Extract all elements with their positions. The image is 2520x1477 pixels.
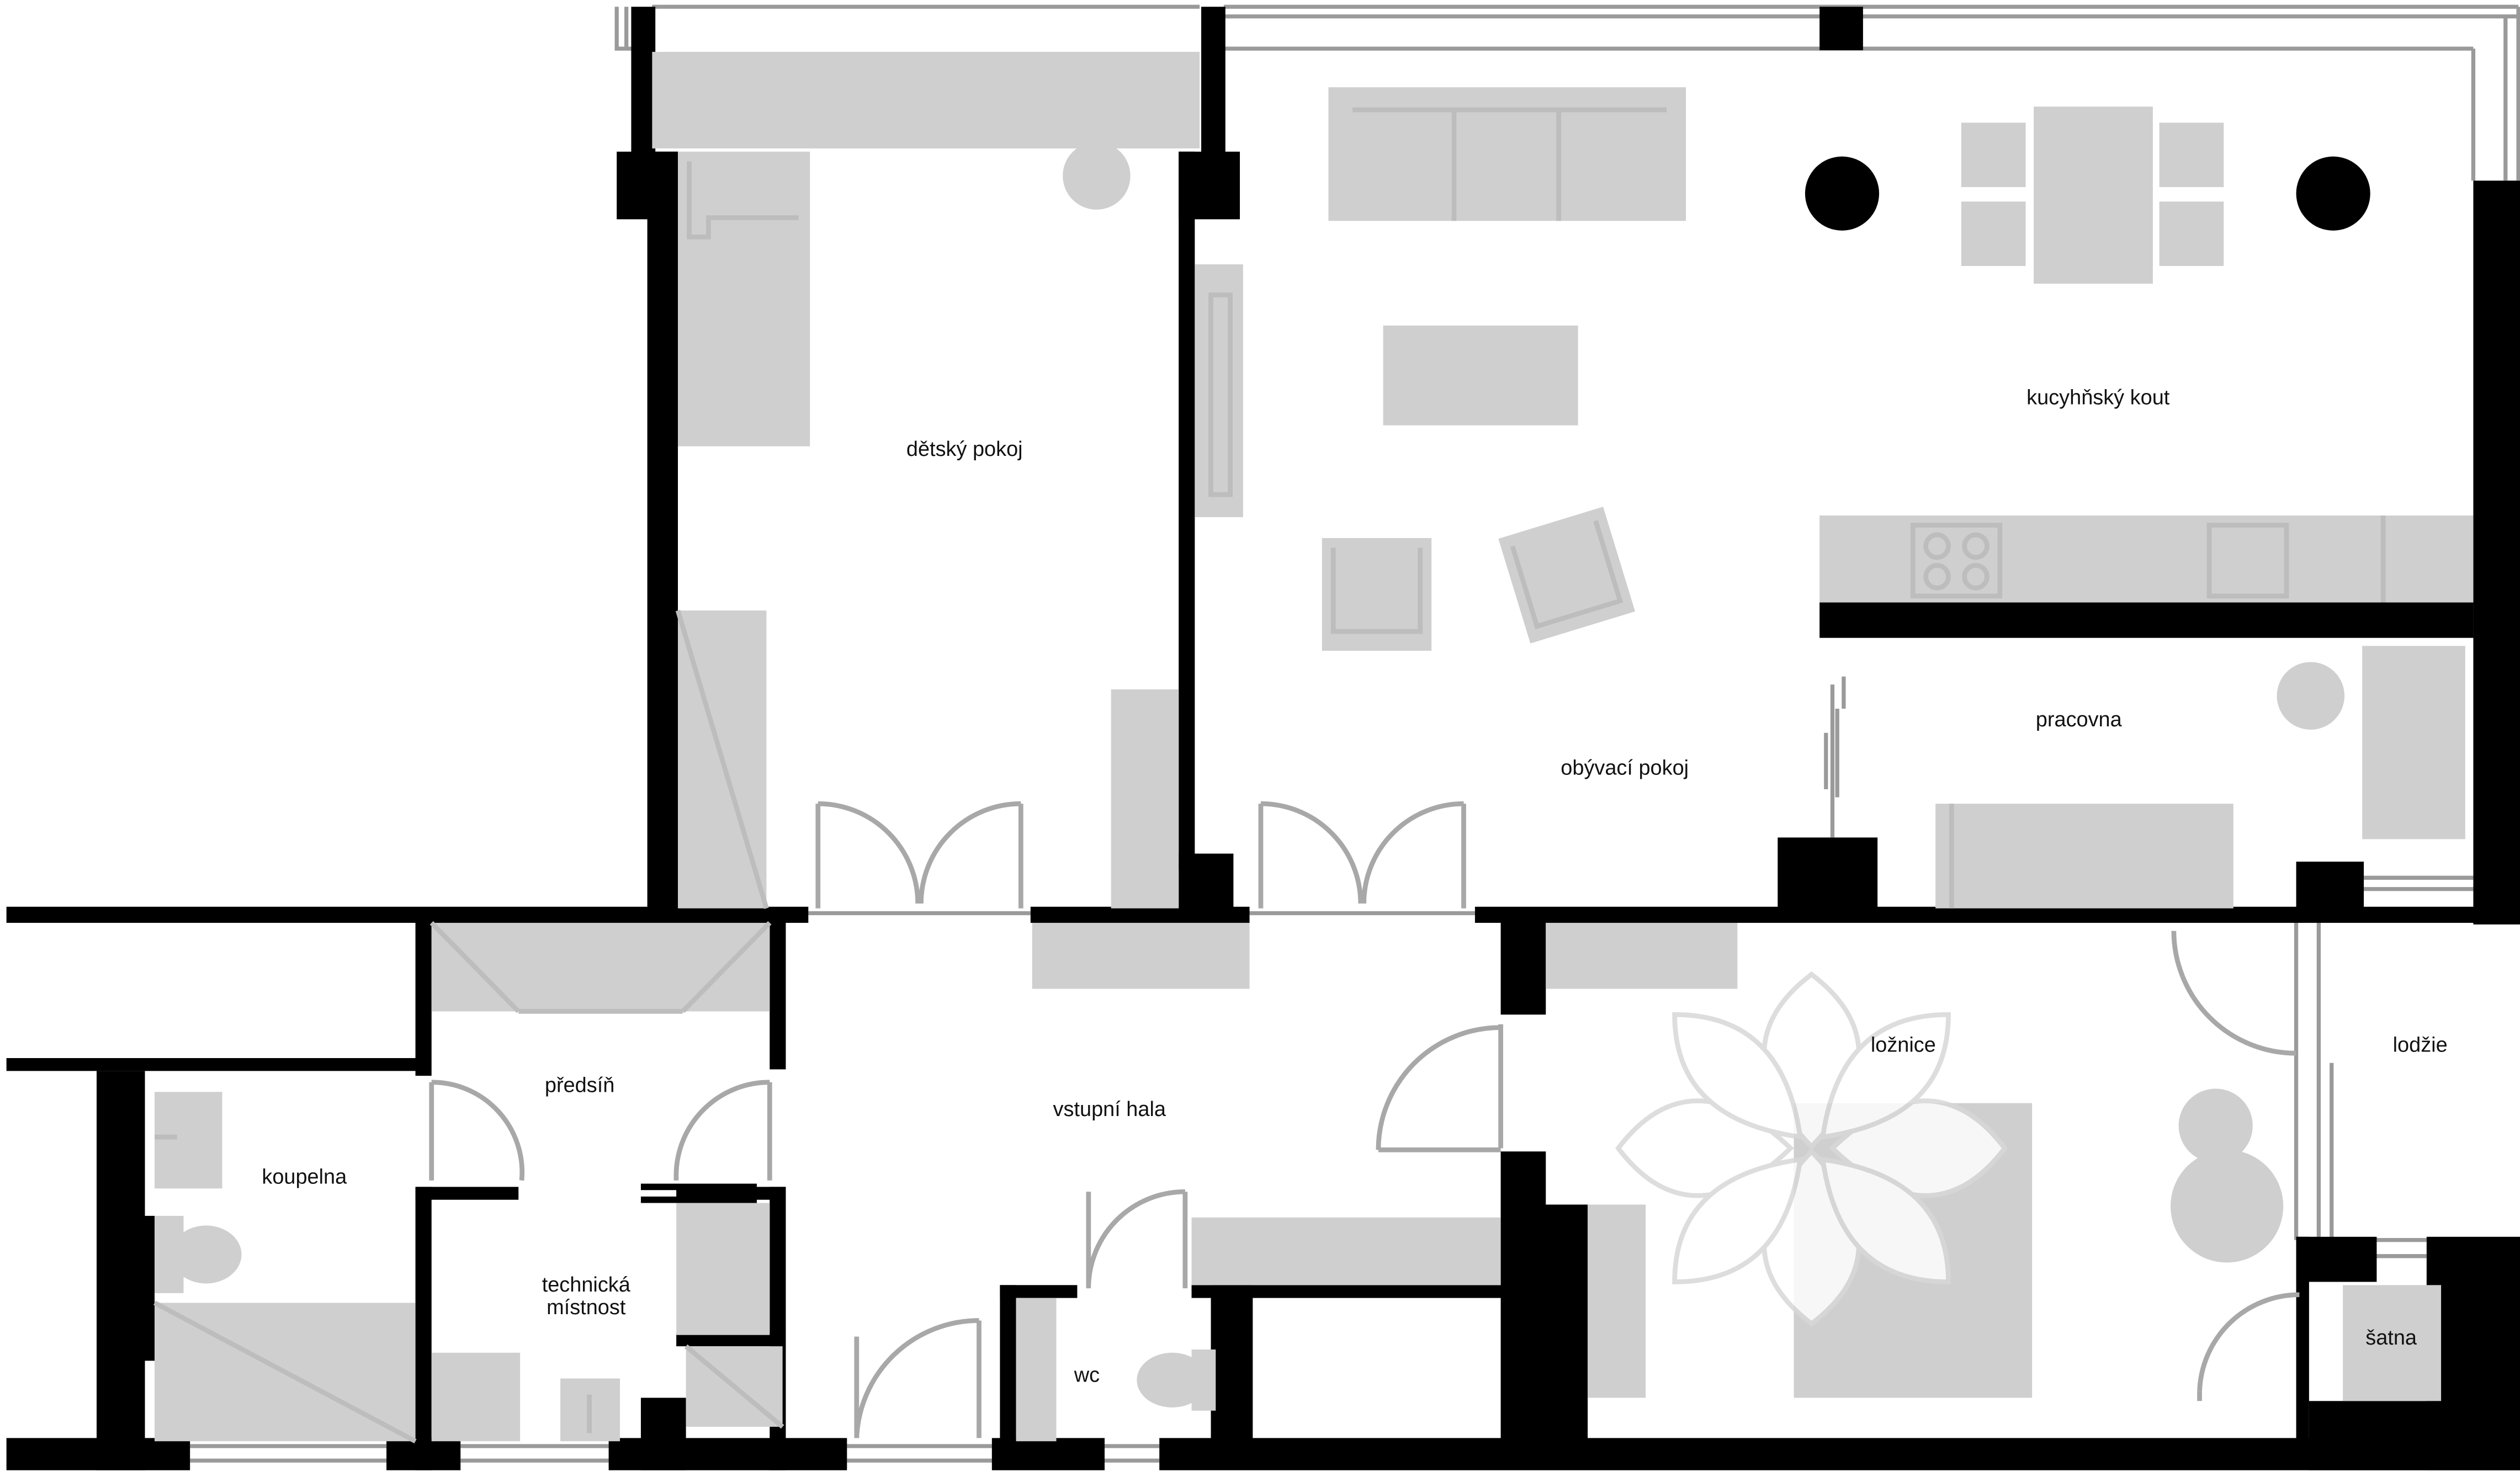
column-2 [2296, 156, 2370, 231]
furniture [153, 51, 2474, 1444]
column-1 [1805, 156, 1880, 231]
room-labels: dětský pokoj kucyhňský kout obývací poko… [262, 386, 2447, 1387]
dining-chair-4 [2159, 201, 2224, 266]
walls [6, 7, 2520, 1470]
kids-round-table [1063, 142, 1131, 210]
label-pracovna: pracovna [2036, 708, 2123, 731]
coffee-table [1383, 325, 1578, 426]
bath-toilet [171, 1225, 242, 1284]
label-technicka-1: technická [542, 1273, 631, 1297]
lotus-flower-logo [1615, 971, 2008, 1327]
bedroom-wardrobe [1546, 922, 1738, 989]
tech-shelf [676, 1203, 770, 1335]
label-lodzie: lodžie [2393, 1033, 2448, 1056]
dining-chair-3 [2159, 123, 2224, 187]
kids-bed [678, 151, 810, 447]
bedroom-desk [1588, 1204, 1646, 1398]
label-obyvaci-pokoj: obývací pokoj [1561, 757, 1689, 780]
study-desk [1935, 804, 2233, 908]
dining-chair-1 [1961, 123, 2026, 187]
washing-machine [431, 1352, 521, 1442]
bath-sink [155, 1092, 222, 1189]
predsin-wardrobe [431, 922, 770, 1012]
bedroom-stool [2178, 1088, 2253, 1163]
kitchen-counter [1819, 516, 2474, 603]
study-round-table [2277, 662, 2345, 730]
wc-sink [1016, 1298, 1057, 1442]
hall-cabinet [1191, 1217, 1501, 1285]
tv-unit [1195, 264, 1243, 517]
study-shelf [2362, 646, 2465, 840]
wc-toilet [1137, 1352, 1208, 1407]
dining-chair-2 [1961, 201, 2026, 266]
bedroom-round-table [2171, 1150, 2284, 1263]
doors [429, 801, 2300, 1438]
label-loznice: ložnice [1871, 1033, 1936, 1056]
satna-shelf [2343, 1285, 2442, 1401]
kids-desk [1111, 689, 1179, 908]
label-technicka-2: místnost [547, 1296, 626, 1319]
sofa [1328, 87, 1686, 221]
hall-wardrobe [1032, 922, 1250, 989]
dining-table [2034, 107, 2153, 284]
label-koupelna: koupelna [262, 1166, 347, 1189]
label-vstupni-hala: vstupní hala [1053, 1098, 1166, 1121]
balcony-planter [652, 51, 1200, 148]
windows [190, 911, 1475, 1463]
label-predsin: předsíň [545, 1074, 614, 1097]
label-satna: šatna [2365, 1326, 2417, 1350]
label-wc: wc [1074, 1363, 1100, 1386]
label-detsky-pokoj: dětský pokoj [906, 438, 1023, 461]
label-kuchynsky-kout: kucyhňský kout [2026, 386, 2170, 410]
